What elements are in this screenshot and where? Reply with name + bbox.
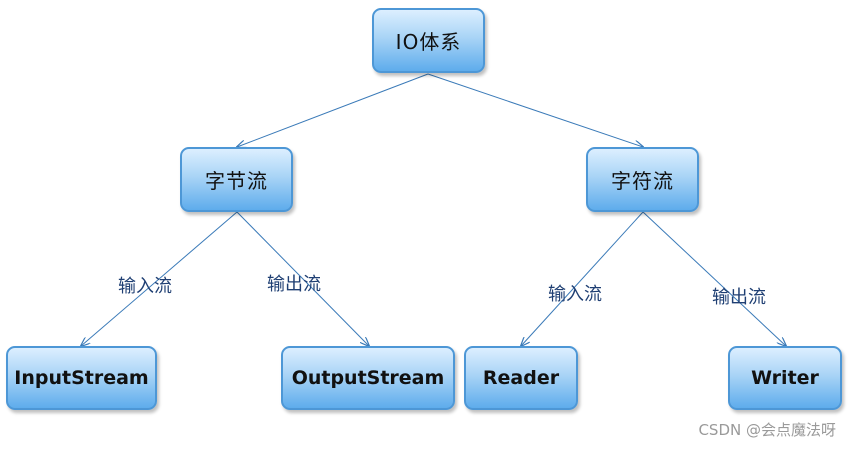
edge-root-to-byte-stream [237, 73, 429, 147]
node-io-system: IO体系 [372, 8, 485, 73]
edge-root-to-char-stream [427, 73, 643, 147]
edge-label-char-output: 输出流 [712, 287, 766, 308]
edge-char-to-reader [521, 211, 644, 346]
edge-label-byte-output: 输出流 [267, 274, 321, 295]
edge-byte-to-outputstream [236, 211, 369, 346]
node-char-stream: 字符流 [586, 147, 699, 212]
node-inputstream: InputStream [6, 346, 157, 410]
edge-label-byte-input: 输入流 [118, 276, 172, 297]
node-reader: Reader [464, 346, 578, 410]
edge-char-to-writer [642, 211, 786, 346]
node-outputstream: OutputStream [281, 346, 455, 410]
watermark-text: CSDN @会点魔法呀 [698, 421, 836, 439]
edge-label-char-input: 输入流 [548, 284, 602, 305]
node-writer: Writer [728, 346, 842, 410]
node-byte-stream: 字节流 [180, 147, 293, 212]
edge-byte-to-inputstream [81, 211, 238, 346]
